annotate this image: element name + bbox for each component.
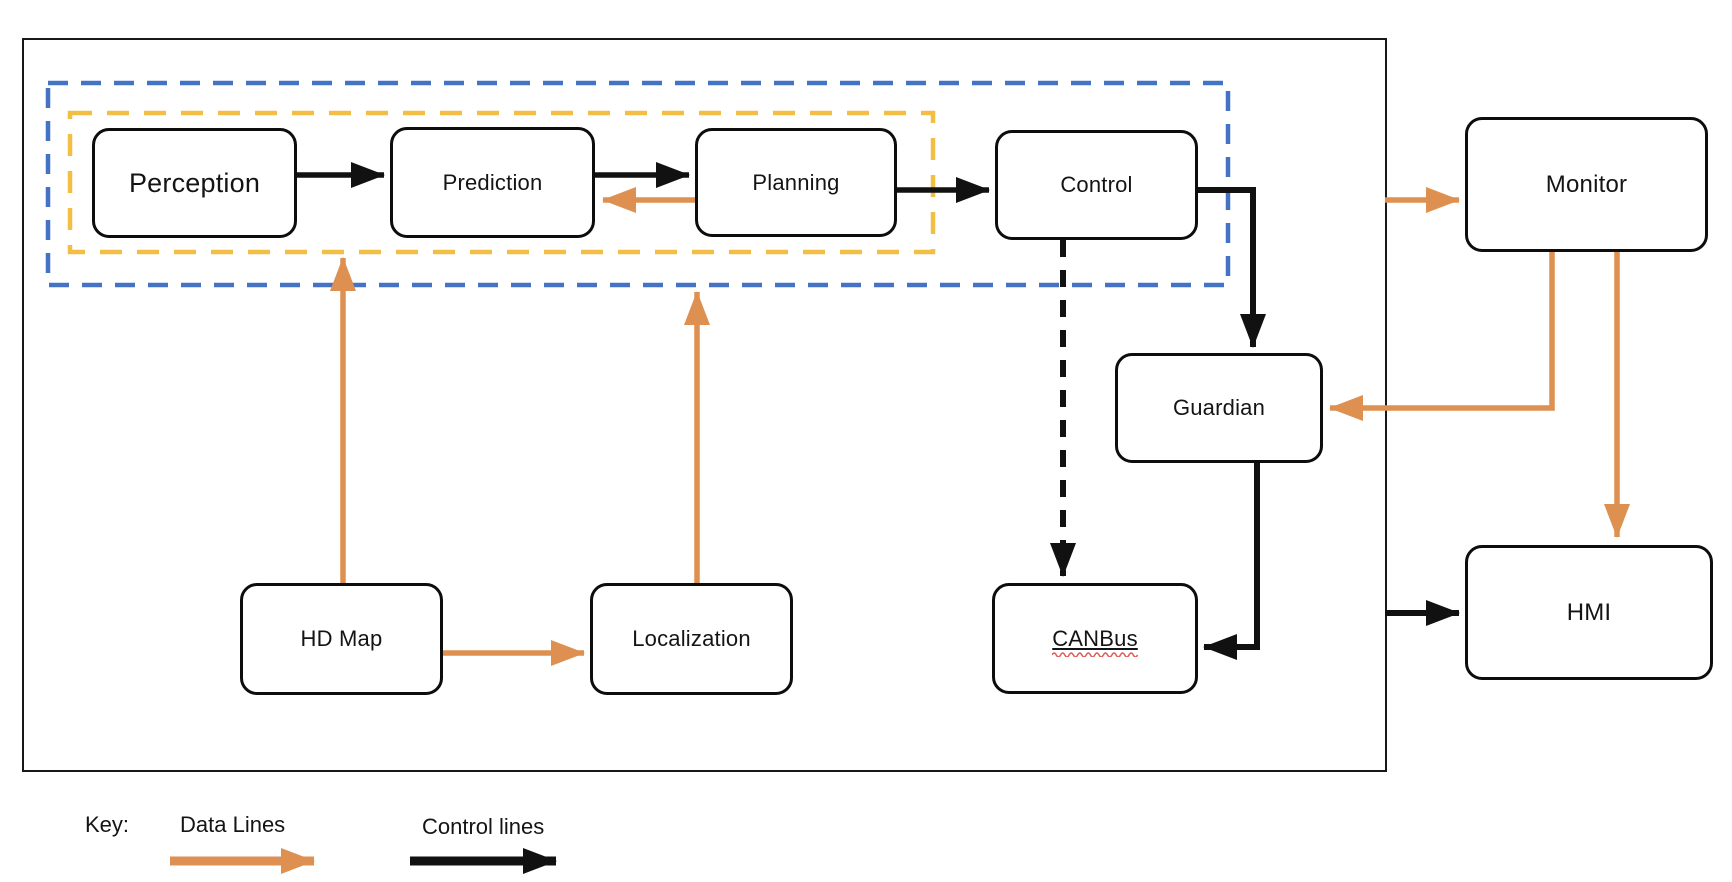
arrow-guardian-to-canbus [1203,463,1260,660]
node-canbus-label: CANBus [1052,626,1138,658]
node-hdmap-label: HD Map [300,626,383,651]
node-perception-label: Perception [128,167,261,198]
node-localization: Localization [590,583,793,695]
node-prediction: Prediction [390,127,595,238]
node-planning: Planning [695,128,897,237]
key-control-lines-label: Control lines [422,814,545,839]
arrow-monitor-to-guardian [1329,252,1555,421]
node-guardian: Guardian [1115,353,1323,463]
node-monitor: Monitor [1465,117,1708,252]
node-localization-label: Localization [632,626,751,651]
node-hdmap: HD Map [240,583,443,695]
orange-dashed-group [67,110,936,255]
node-hmi: HMI [1465,545,1713,680]
node-planning-label: Planning [752,169,840,195]
node-control: Control [995,130,1198,240]
node-control-label: Control [1060,172,1133,197]
arrow-control-to-guardian [1198,187,1266,348]
key-title: Key: [85,812,130,837]
node-canbus: CANBus [992,583,1198,694]
node-monitor-label: Monitor [1545,170,1628,198]
node-hmi-label: HMI [1566,598,1612,626]
spellcheck-squiggle [1052,652,1138,658]
node-guardian-label: Guardian [1172,395,1266,420]
autonomy-stack-boundary-box [22,38,1387,772]
key-data-lines-label: Data Lines [180,812,286,837]
node-prediction-label: Prediction [442,169,543,195]
node-perception: Perception [92,128,297,238]
